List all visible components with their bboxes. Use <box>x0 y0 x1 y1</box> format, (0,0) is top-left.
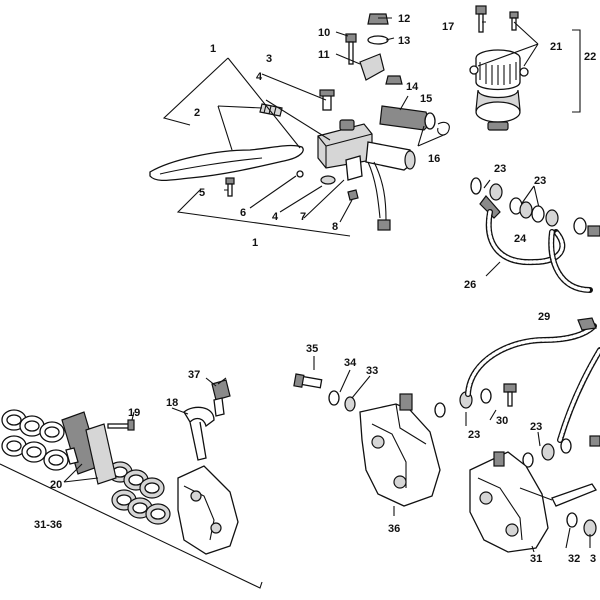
callout-5: 5 <box>199 187 205 199</box>
caliper-pin <box>551 483 597 507</box>
right-caliper <box>469 347 600 553</box>
fluid-reservoir <box>475 49 521 131</box>
adjuster-spring <box>259 103 283 117</box>
callout-20: 20 <box>50 479 62 491</box>
callout-2: 2 <box>194 107 200 119</box>
callout-24: 24 <box>514 233 527 245</box>
cap-12 <box>367 13 389 25</box>
left-caliper-body <box>177 465 239 555</box>
left-caliper-exploded <box>0 377 263 589</box>
callout-18: 18 <box>166 397 178 409</box>
piston-seals <box>1 409 171 525</box>
callout-7: 7 <box>300 211 306 223</box>
callout-26: 26 <box>464 279 476 291</box>
bolt-17 <box>475 5 487 15</box>
callout-3: 3 <box>266 53 272 65</box>
callout-14: 14 <box>406 81 419 93</box>
callout-23-a: 23 <box>494 163 506 175</box>
callout-3-right: 3 <box>590 553 596 565</box>
callout-31-36: 31-36 <box>34 519 62 531</box>
callout-30: 30 <box>496 415 508 427</box>
callout-23-b: 23 <box>534 175 546 187</box>
callout-19: 19 <box>128 407 140 419</box>
callout-32: 32 <box>568 553 580 565</box>
callout-10: 10 <box>318 27 330 39</box>
bleed-valve <box>211 379 231 401</box>
brake-switch <box>379 105 431 131</box>
brake-lever <box>149 144 304 182</box>
callout-34: 34 <box>344 357 357 369</box>
callout-35: 35 <box>306 343 318 355</box>
brake-hose-upper <box>470 177 600 293</box>
middle-caliper-body <box>359 403 441 507</box>
brake-pad <box>85 423 117 485</box>
callout-23-c: 23 <box>468 429 480 441</box>
brake-lever-assembly <box>149 5 581 237</box>
callout-31: 31 <box>530 553 542 565</box>
callout-8: 8 <box>332 221 338 233</box>
callout-22: 22 <box>584 51 596 63</box>
callout-4-upper: 4 <box>256 71 263 83</box>
callout-6: 6 <box>240 207 246 219</box>
callout-labels: 1 1 2 3 4 4 5 6 7 8 10 11 12 13 14 15 16… <box>34 13 596 565</box>
callout-23-d: 23 <box>530 421 542 433</box>
callout-1-top: 1 <box>210 43 216 55</box>
mirror-bracket <box>359 53 385 81</box>
callout-21: 21 <box>550 41 562 53</box>
callout-12: 12 <box>398 13 410 25</box>
callout-15: 15 <box>420 93 432 105</box>
callout-17: 17 <box>442 21 454 33</box>
callout-13: 13 <box>398 35 410 47</box>
middle-caliper <box>217 317 597 516</box>
callout-1-bottom: 1 <box>252 237 258 249</box>
callout-16: 16 <box>428 153 440 165</box>
callout-4-lower: 4 <box>272 211 279 223</box>
callout-33: 33 <box>366 365 378 377</box>
callout-36: 36 <box>388 523 400 535</box>
callout-37: 37 <box>188 369 200 381</box>
callout-11: 11 <box>318 49 330 61</box>
callout-29: 29 <box>538 311 550 323</box>
